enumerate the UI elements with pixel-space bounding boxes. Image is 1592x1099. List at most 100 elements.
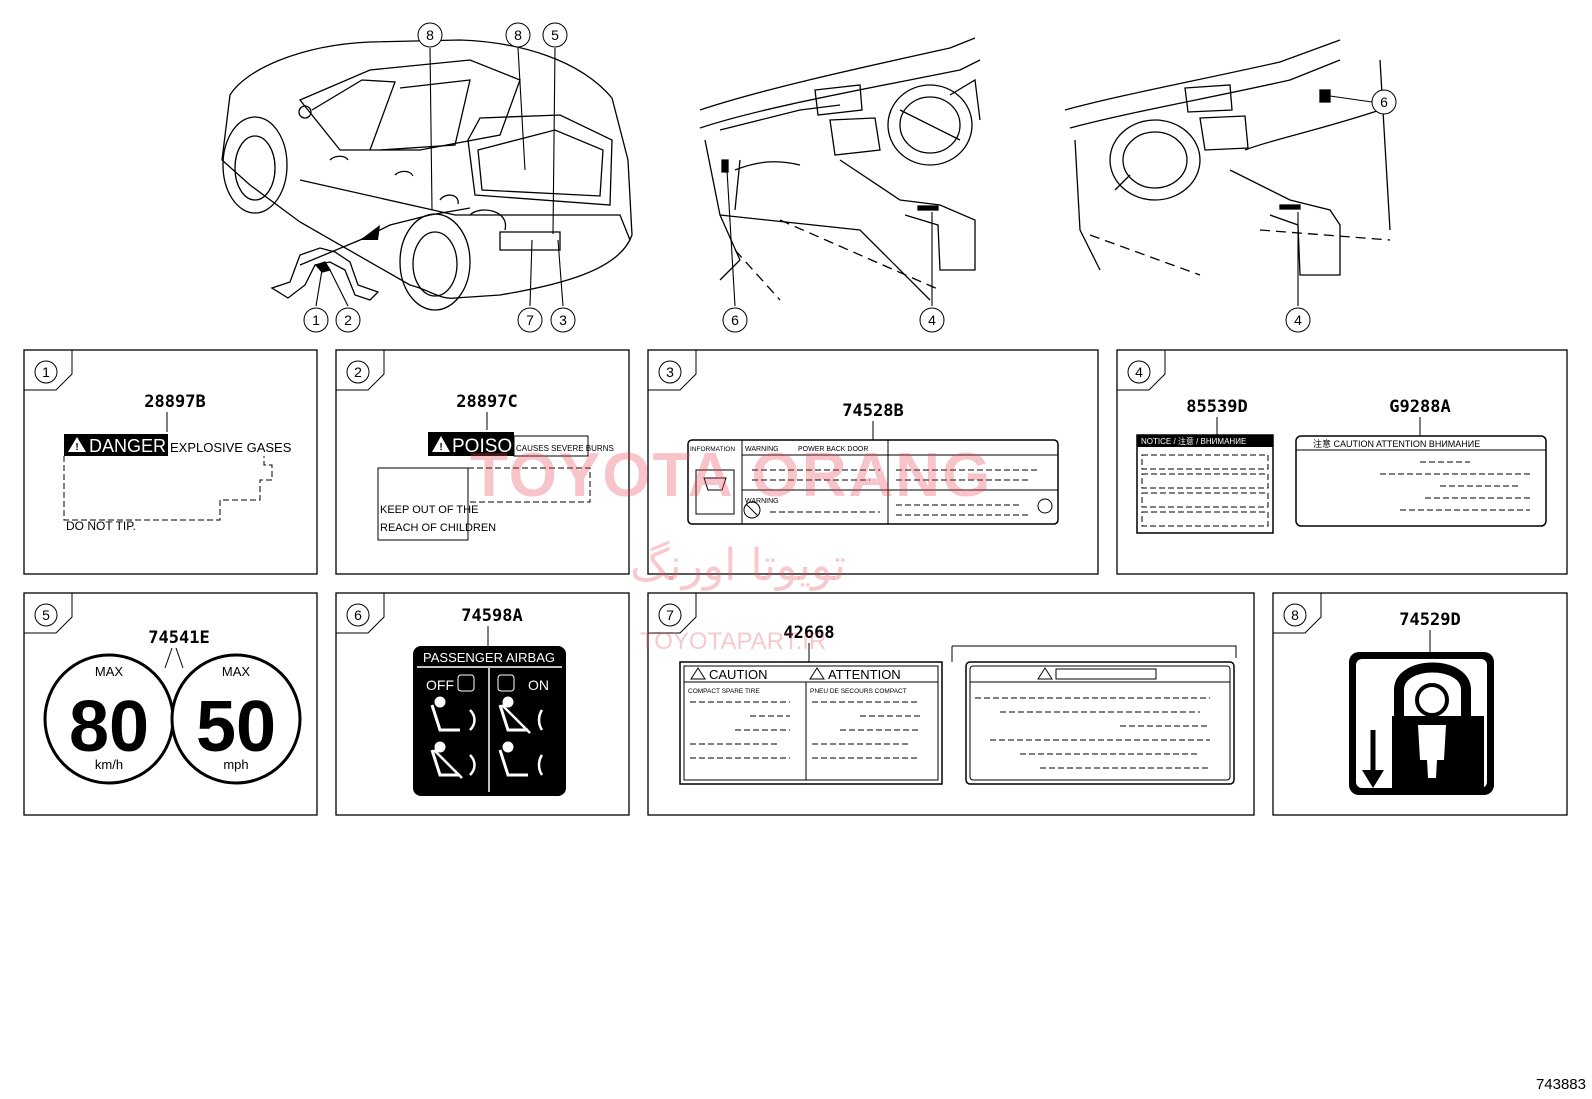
- panel-3-frame: [647, 349, 1099, 575]
- max-label-kmh: MAX: [95, 664, 124, 679]
- dashboard-illustration-rhd: [699, 37, 981, 301]
- reach-children-text: REACH OF CHILDREN: [380, 522, 496, 534]
- svg-text:8: 8: [1291, 607, 1299, 623]
- callout-3: 3: [550, 307, 576, 333]
- panel-4-content: 85539D G9288A NOTICE / 注意 / ВНИМАНИЕ 注意 …: [1136, 397, 1547, 534]
- panel-5-frame: [23, 592, 318, 816]
- attention-label: ATTENTION: [828, 667, 901, 682]
- dashboard-illustration-lhd: [1064, 39, 1391, 276]
- callout-7: 7: [517, 307, 543, 333]
- part-number-74528B: 74528B: [842, 401, 903, 421]
- watermark-persian: تویوتا اورنگ: [630, 540, 846, 591]
- airbag-deploy-icon: [537, 754, 544, 776]
- panel-6-number: 6: [335, 593, 385, 634]
- max-label-mph: MAX: [222, 664, 251, 679]
- panel-2-number: 2: [335, 350, 385, 391]
- panel-1-content: 28897B ! DANGER EXPLOSIVE GASES DO NOT T…: [63, 392, 292, 533]
- warning-text-2: WARNING: [745, 498, 779, 505]
- seat-icon: [430, 749, 460, 777]
- panel-2-frame: [335, 349, 630, 575]
- svg-text:8: 8: [514, 27, 522, 43]
- svg-text:4: 4: [1294, 312, 1302, 328]
- callout-1: 1: [303, 307, 329, 333]
- svg-text:6: 6: [731, 312, 739, 328]
- callout-5: 5: [542, 22, 568, 48]
- panel-8-number: 8: [1272, 593, 1322, 634]
- passenger-airbag-text: PASSENGER AIRBAG: [423, 650, 555, 665]
- airbag-deploy-icon: [537, 709, 544, 731]
- airbag-on-indicator-icon: [497, 674, 515, 692]
- panel-8-frame: [1272, 592, 1568, 816]
- seat-icon: [430, 704, 460, 732]
- seat-icon: [498, 704, 528, 732]
- watermark-url: TOYOTAPART.IR: [640, 628, 827, 655]
- keep-out-text: KEEP OUT OF THE: [380, 504, 478, 516]
- svg-text:5: 5: [551, 27, 559, 43]
- part-number-74529D: 74529D: [1399, 610, 1460, 630]
- burns-text: CAUSES SEVERE BURNS: [516, 444, 614, 453]
- on-text: ON: [528, 677, 549, 693]
- callout-6b: 6: [1371, 89, 1397, 115]
- warning-triangle-icon: [1037, 667, 1053, 680]
- diagram-id: 743883: [1535, 1076, 1586, 1093]
- panel-6-content: 74598A PASSENGER AIRBAG OFF ON: [413, 606, 566, 796]
- lock-shackle-icon: [1394, 662, 1471, 720]
- do-not-tip-text: DO NOT TIP.: [66, 519, 136, 533]
- poison-text: POISON: [452, 436, 526, 457]
- panel-3-content: 74528B INFORMATION WARNING POWER BACK DO…: [687, 401, 1059, 525]
- panel-1-frame: [23, 349, 318, 575]
- callout-6a: 6: [722, 307, 748, 333]
- svg-text:4: 4: [928, 312, 936, 328]
- svg-text:6: 6: [1380, 94, 1388, 110]
- battery-bracket: [270, 247, 380, 301]
- panel-4-frame: [1116, 349, 1568, 575]
- part-number-74541E: 74541E: [148, 628, 209, 648]
- notice-text: NOTICE / 注意 / ВНИМАНИЕ: [1141, 436, 1246, 446]
- panel-7-number: 7: [647, 593, 697, 634]
- panel-5-content: 74541E MAX 80 km/h MAX 50 mph: [43, 628, 302, 785]
- off-text: OFF: [426, 677, 454, 693]
- warning-text-1: WARNING: [745, 446, 779, 453]
- information-text: INFORMATION: [690, 446, 735, 453]
- seat-icon: [498, 749, 528, 777]
- explosive-text: EXPLOSIVE GASES: [170, 440, 292, 455]
- svg-text:4: 4: [1135, 364, 1143, 380]
- leader-lines: [315, 47, 1373, 307]
- spare-tire-en-text: COMPACT SPARE TIRE: [688, 688, 760, 695]
- unit-kmh: km/h: [95, 757, 123, 772]
- caution-multilang-text: 注意 CAUTION ATTENTION ВНИМАНИЕ: [1313, 438, 1480, 449]
- part-number-74598A: 74598A: [461, 606, 522, 626]
- prohibited-cross-icon: [433, 749, 463, 779]
- svg-text:1: 1: [42, 364, 50, 380]
- panel-5-number: 5: [23, 593, 73, 634]
- svg-text:!: !: [75, 442, 78, 453]
- arrow-line: [299, 207, 471, 266]
- panel-8-content: 74529D: [1349, 610, 1494, 795]
- svg-text:7: 7: [526, 312, 534, 328]
- svg-text:8: 8: [426, 27, 434, 43]
- svg-text:2: 2: [344, 312, 352, 328]
- danger-text: DANGER: [89, 436, 166, 456]
- airbag-deploy-icon: [469, 709, 476, 731]
- svg-text:1: 1: [312, 312, 320, 328]
- callout-4a: 4: [919, 307, 945, 333]
- callout-2: 2: [335, 307, 361, 333]
- callout-8a: 8: [417, 22, 443, 48]
- svg-text:2: 2: [354, 364, 362, 380]
- callout-4b: 4: [1285, 307, 1311, 333]
- child-head-icon: [1415, 683, 1449, 717]
- child-body-icon: [1418, 725, 1446, 778]
- svg-text:!: !: [439, 442, 442, 453]
- svg-text:5: 5: [42, 607, 50, 623]
- power-back-door-text: POWER BACK DOOR: [798, 446, 868, 453]
- unit-mph: mph: [223, 757, 248, 772]
- watermark-latin: TOYOTA ORANG: [470, 441, 993, 510]
- airbag-deploy-icon: [469, 754, 476, 776]
- panel-frames: [23, 349, 1568, 816]
- vehicle-illustration: [221, 39, 633, 311]
- part-number-28897B: 28897B: [144, 392, 205, 412]
- panel-number-tabs: 1 2 3 4 5 6 7 8: [23, 350, 1322, 634]
- svg-text:6: 6: [354, 607, 362, 623]
- airbag-off-indicator-icon: [457, 674, 475, 692]
